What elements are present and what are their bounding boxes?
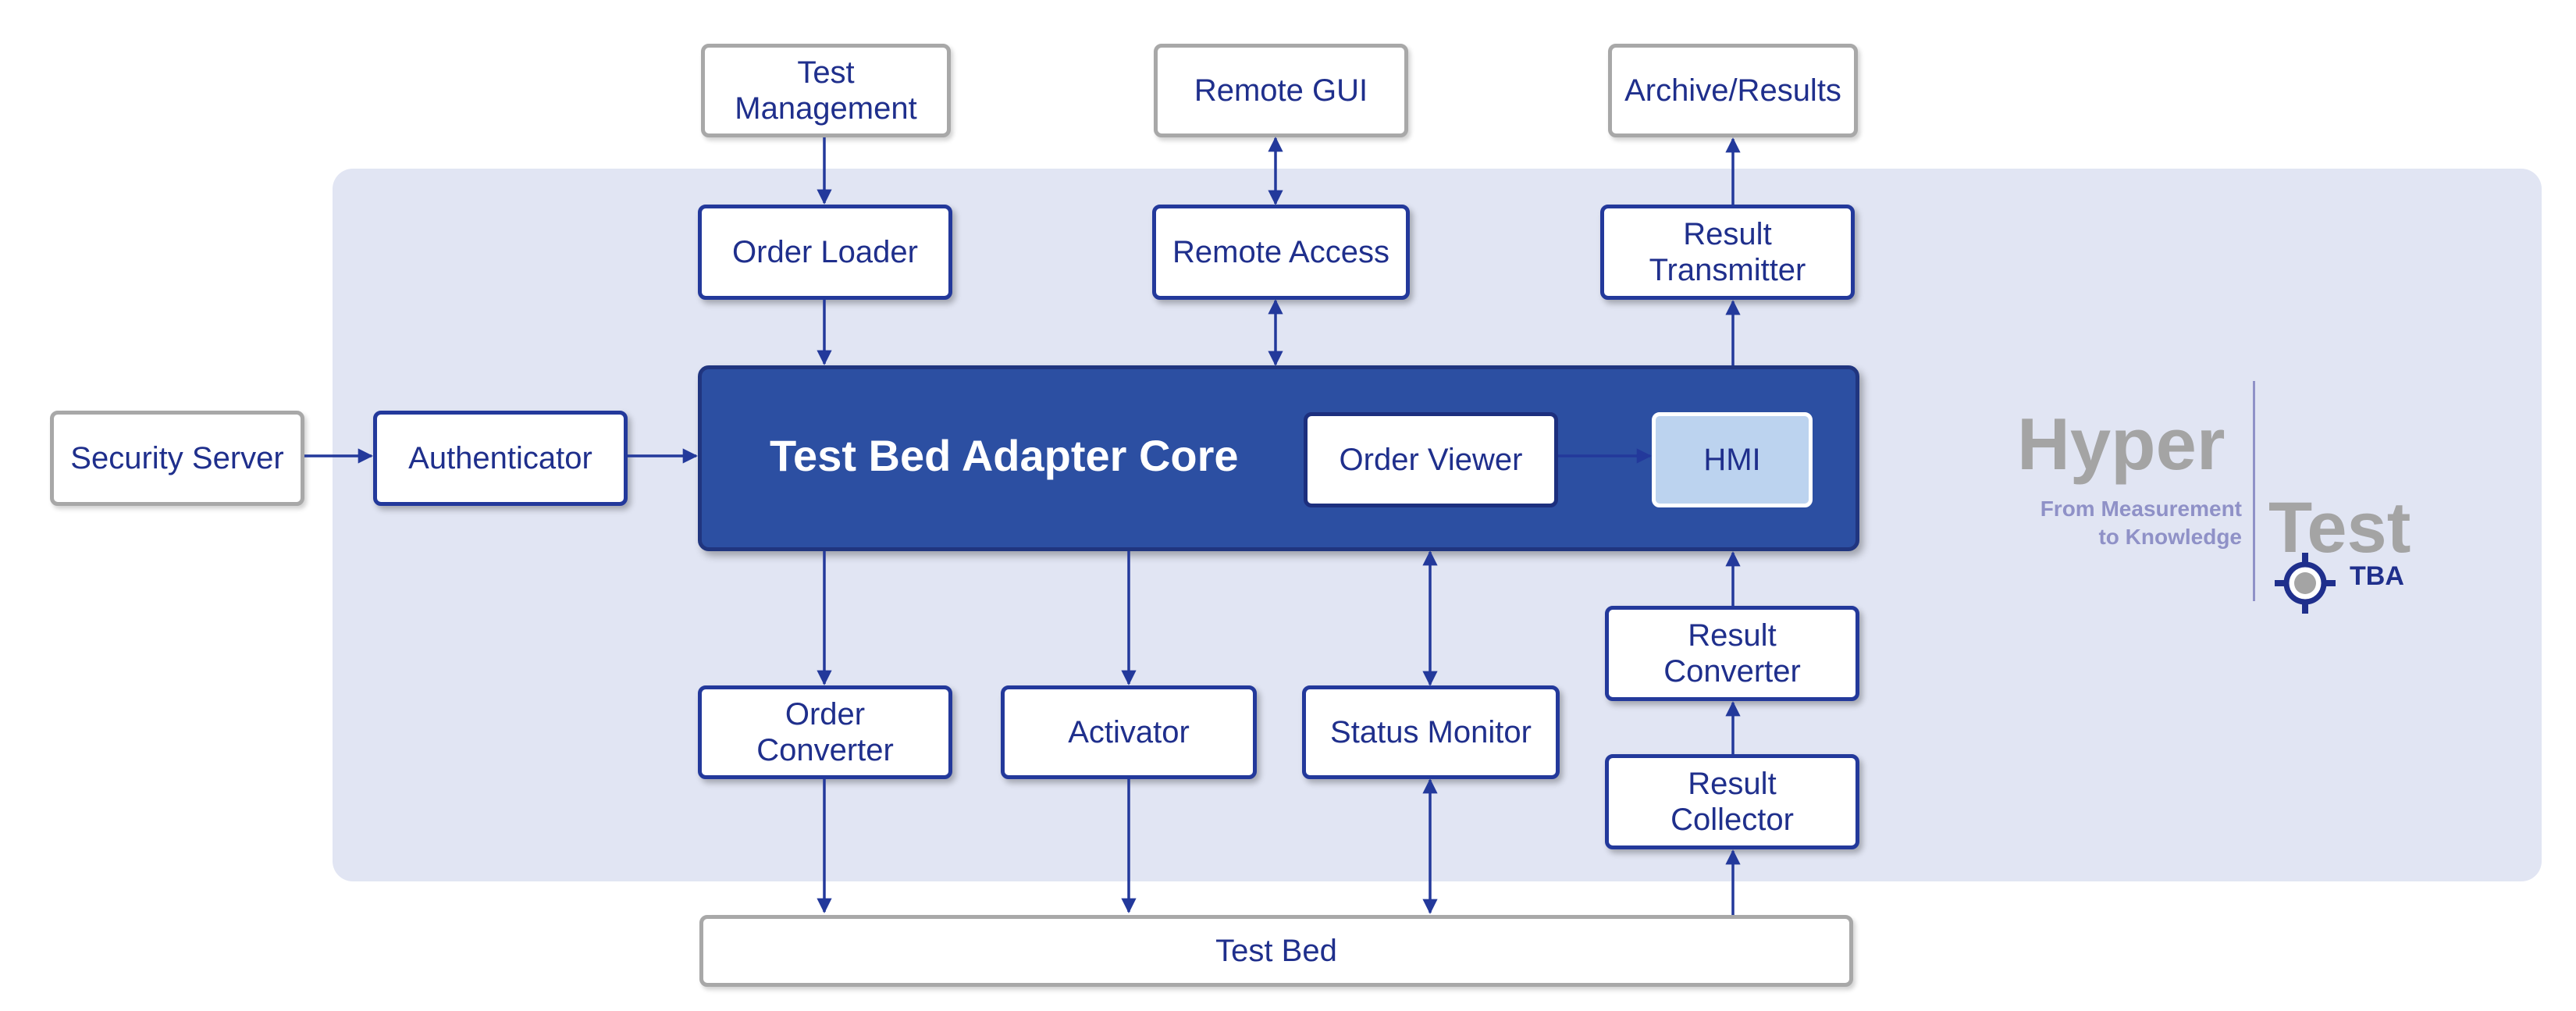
test-bed-box: Test Bed [699, 915, 1853, 987]
authenticator-box: Authenticator [373, 411, 628, 506]
order-viewer-box: Order Viewer [1304, 412, 1558, 507]
target-icon [2275, 553, 2336, 614]
logo-tagline: From Measurement to Knowledge [2040, 497, 2242, 549]
result-transmitter-box: Result Transmitter [1600, 205, 1855, 300]
order-loader-box: Order Loader [698, 205, 952, 300]
core-title: Test Bed Adapter Core [770, 431, 1239, 480]
hmi-box: HMI [1652, 412, 1813, 507]
remote-access-box: Remote Access [1152, 205, 1410, 300]
logo-hyper-text: Hyper [2017, 403, 2226, 485]
logo-test-text: Test [2268, 488, 2411, 568]
status-monitor-box: Status Monitor [1302, 685, 1560, 779]
result-converter-box: Result Converter [1605, 606, 1859, 701]
security-server-box: Security Server [50, 411, 304, 506]
activator-box: Activator [1001, 685, 1257, 779]
result-collector-box: Result Collector [1605, 754, 1859, 849]
logo-tba-text: TBA [2350, 561, 2404, 591]
order-converter-box: Order Converter [698, 685, 952, 779]
test-management-box: Test Management [701, 44, 951, 137]
remote-gui-box: Remote GUI [1154, 44, 1408, 137]
logo-divider [2253, 381, 2255, 601]
archive-results-box: Archive/Results [1608, 44, 1858, 137]
